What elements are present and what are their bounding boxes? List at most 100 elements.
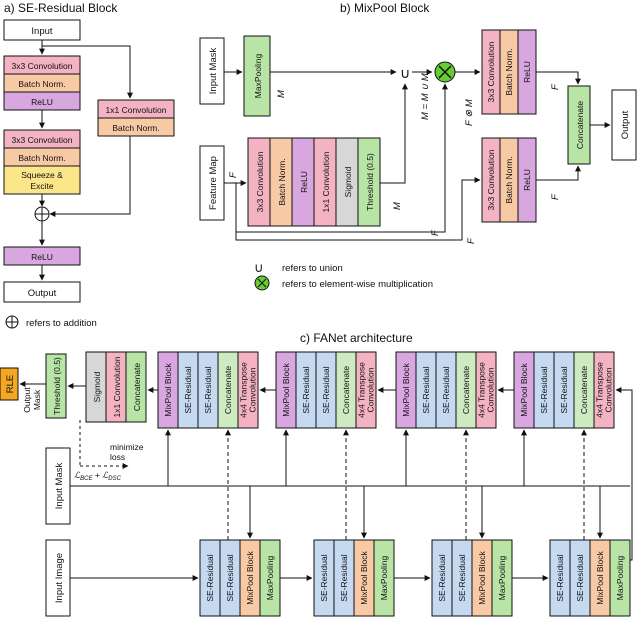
- decoder-se-residual-1-label: SE-Residual: [539, 366, 549, 413]
- final-threshold-label: Threshold (0.5): [52, 357, 62, 415]
- union-icon: ∪: [400, 65, 410, 81]
- encoder-mixpool-label: MixPool Block: [477, 551, 487, 605]
- encoder-blocks: SE-Residual SE-Residual MixPool Block MaxPo…: [199, 486, 631, 617]
- input-image-label: Input Image: [54, 553, 65, 603]
- skip-merge-arrow: [49, 136, 131, 217]
- encoder-se-residual-1-label: SE-Residual: [555, 554, 565, 601]
- output-box: [3, 281, 81, 303]
- mf-equation: M = M ∪ M: [420, 73, 431, 120]
- m-prime-label: M: [392, 202, 403, 210]
- bot-bn-label: Batch Norm.: [504, 156, 514, 203]
- decoder-se-residual-1-label: SE-Residual: [183, 366, 193, 413]
- decoder-se-residual-2-label: SE-Residual: [321, 366, 331, 413]
- fl-label: F: [228, 171, 239, 178]
- panel-c-title: c) FANet architecture: [300, 331, 413, 345]
- output-label: Output: [28, 288, 57, 299]
- ml-label: M: [276, 90, 287, 98]
- input-mask-box: [199, 37, 225, 105]
- decoder-transpose-label: Convolution: [248, 367, 258, 412]
- decoder-transpose-label: Convolution: [604, 367, 614, 412]
- decoder-se-residual-2-label: SE-Residual: [203, 366, 213, 413]
- mp-conv3x3-label: 3x3 Convolution: [255, 151, 265, 212]
- decoder-transpose-box: [475, 351, 497, 429]
- multiplication-icon: [434, 61, 456, 83]
- arrow: [536, 165, 581, 181]
- decoder-concatenate-label: Concatenate: [579, 366, 589, 414]
- decoder-se-residual-1-label: SE-Residual: [421, 366, 431, 413]
- bn-2-label: Batch Norm.: [18, 153, 65, 163]
- encoder-se-residual-2-label: SE-Residual: [225, 554, 235, 601]
- decoder-transpose-label: Convolution: [366, 367, 376, 412]
- decoder-transpose-label: Convolution: [486, 367, 496, 412]
- encoder-maxpooling-label: MaxPooling: [265, 556, 275, 601]
- arrow: [536, 71, 581, 85]
- output-label: Output: [620, 110, 631, 139]
- rle-label: RLE: [5, 375, 16, 393]
- feature-map-box: [199, 145, 225, 221]
- mp-threshold-label: Threshold (0.5): [365, 153, 375, 211]
- encoder-mixpool-label: MixPool Block: [595, 551, 605, 605]
- minimize-label-2: loss: [110, 452, 125, 462]
- squeeze-label-2: Excite: [30, 181, 53, 191]
- conv1x1-label: 1x1 Convolution: [106, 105, 167, 115]
- mp-sigmoid-label: Sigmoid: [343, 166, 353, 197]
- decoder-se-residual-1-label: SE-Residual: [301, 366, 311, 413]
- encoder-se-residual-1-label: SE-Residual: [437, 554, 447, 601]
- fl-bottom-label: F: [430, 229, 441, 236]
- fm-label: F ⊗ M: [464, 99, 475, 126]
- decoder-mixpool-label: MixPool Block: [281, 363, 291, 417]
- bn-3-label: Batch Norm.: [112, 123, 159, 133]
- c-input-mask-label: Input Mask: [54, 463, 65, 510]
- encoder-se-residual-2-label: SE-Residual: [457, 554, 467, 601]
- output-mask-label-2: Mask: [32, 389, 42, 410]
- encoder-se-residual-2-label: SE-Residual: [339, 554, 349, 601]
- decoder-concatenate-label: Concatenate: [341, 366, 351, 414]
- decoder-mixpool-label: MixPool Block: [519, 363, 529, 417]
- m-prime-arrow: [380, 83, 408, 184]
- fl-to-conv-arrow: [235, 177, 481, 241]
- addition-legend-text: refers to addition: [26, 318, 97, 329]
- output-mask-label-1: Output: [22, 387, 32, 413]
- bot-relu-label: ReLU: [522, 169, 532, 191]
- fl-right-label: F: [466, 237, 477, 244]
- decoder-mixpool-label: MixPool Block: [401, 363, 411, 417]
- head-concat-label: Concatenate: [132, 363, 142, 411]
- decoder-transpose-label: 4x4 Transpose: [595, 362, 605, 418]
- concatenate-label: Concatenate: [575, 101, 585, 149]
- decoder-transpose-box: [355, 351, 377, 429]
- union-legend-text: refers to union: [282, 263, 343, 274]
- encoder-maxpooling-label: MaxPooling: [497, 556, 507, 601]
- relu-1-label: ReLU: [31, 97, 53, 107]
- mp-threshold-box: [357, 137, 381, 227]
- encoder-maxpooling-label: MaxPooling: [379, 556, 389, 601]
- bottleneck-arrow: [614, 387, 633, 561]
- mp-conv1x1-label: 1x1 Convolution: [321, 151, 331, 212]
- head-conv1x1-label: 1x1 Convolution: [112, 356, 122, 417]
- union-legend-icon: ∪: [254, 260, 264, 275]
- conv3x3-2-label: 3x3 Convolution: [12, 135, 73, 145]
- decoder-mixpool-label: MixPool Block: [163, 363, 173, 417]
- encoder-se-residual-2-label: SE-Residual: [575, 554, 585, 601]
- panel-c-fanet: c) FANet architecture RLE Output Mask Th…: [0, 331, 633, 617]
- top-conv-label: 3x3 Convolution: [486, 41, 496, 102]
- panel-a-se-residual: a) SE-Residual Block Input 3x3 Convoluti…: [3, 1, 175, 329]
- encoder-se-residual-1-label: SE-Residual: [205, 554, 215, 601]
- maxpooling-box: [243, 35, 271, 117]
- head-concat-box: [125, 351, 147, 423]
- mult-legend-text: refers to element-wise multiplication: [282, 279, 433, 290]
- head-sigmoid-label: Sigmoid: [92, 371, 102, 402]
- decoder-transpose-box: [593, 351, 615, 429]
- decoder-concatenate-label: Concatenate: [461, 366, 471, 414]
- flp-label: F: [550, 193, 561, 200]
- minimize-label-1: minimize: [110, 442, 144, 452]
- encoder-mixpool-label: MixPool Block: [359, 551, 369, 605]
- decoder-se-residual-2-label: SE-Residual: [441, 366, 451, 413]
- feature-map-label: Feature Map: [208, 156, 219, 210]
- panel-a-title: a) SE-Residual Block: [4, 1, 118, 15]
- mp-relu-label: ReLU: [299, 171, 309, 193]
- bn-3-box: [97, 117, 175, 137]
- encoder-se-residual-1-label: SE-Residual: [319, 554, 329, 601]
- relu-2-label: ReLU: [31, 252, 53, 262]
- input-label: Input: [31, 26, 52, 37]
